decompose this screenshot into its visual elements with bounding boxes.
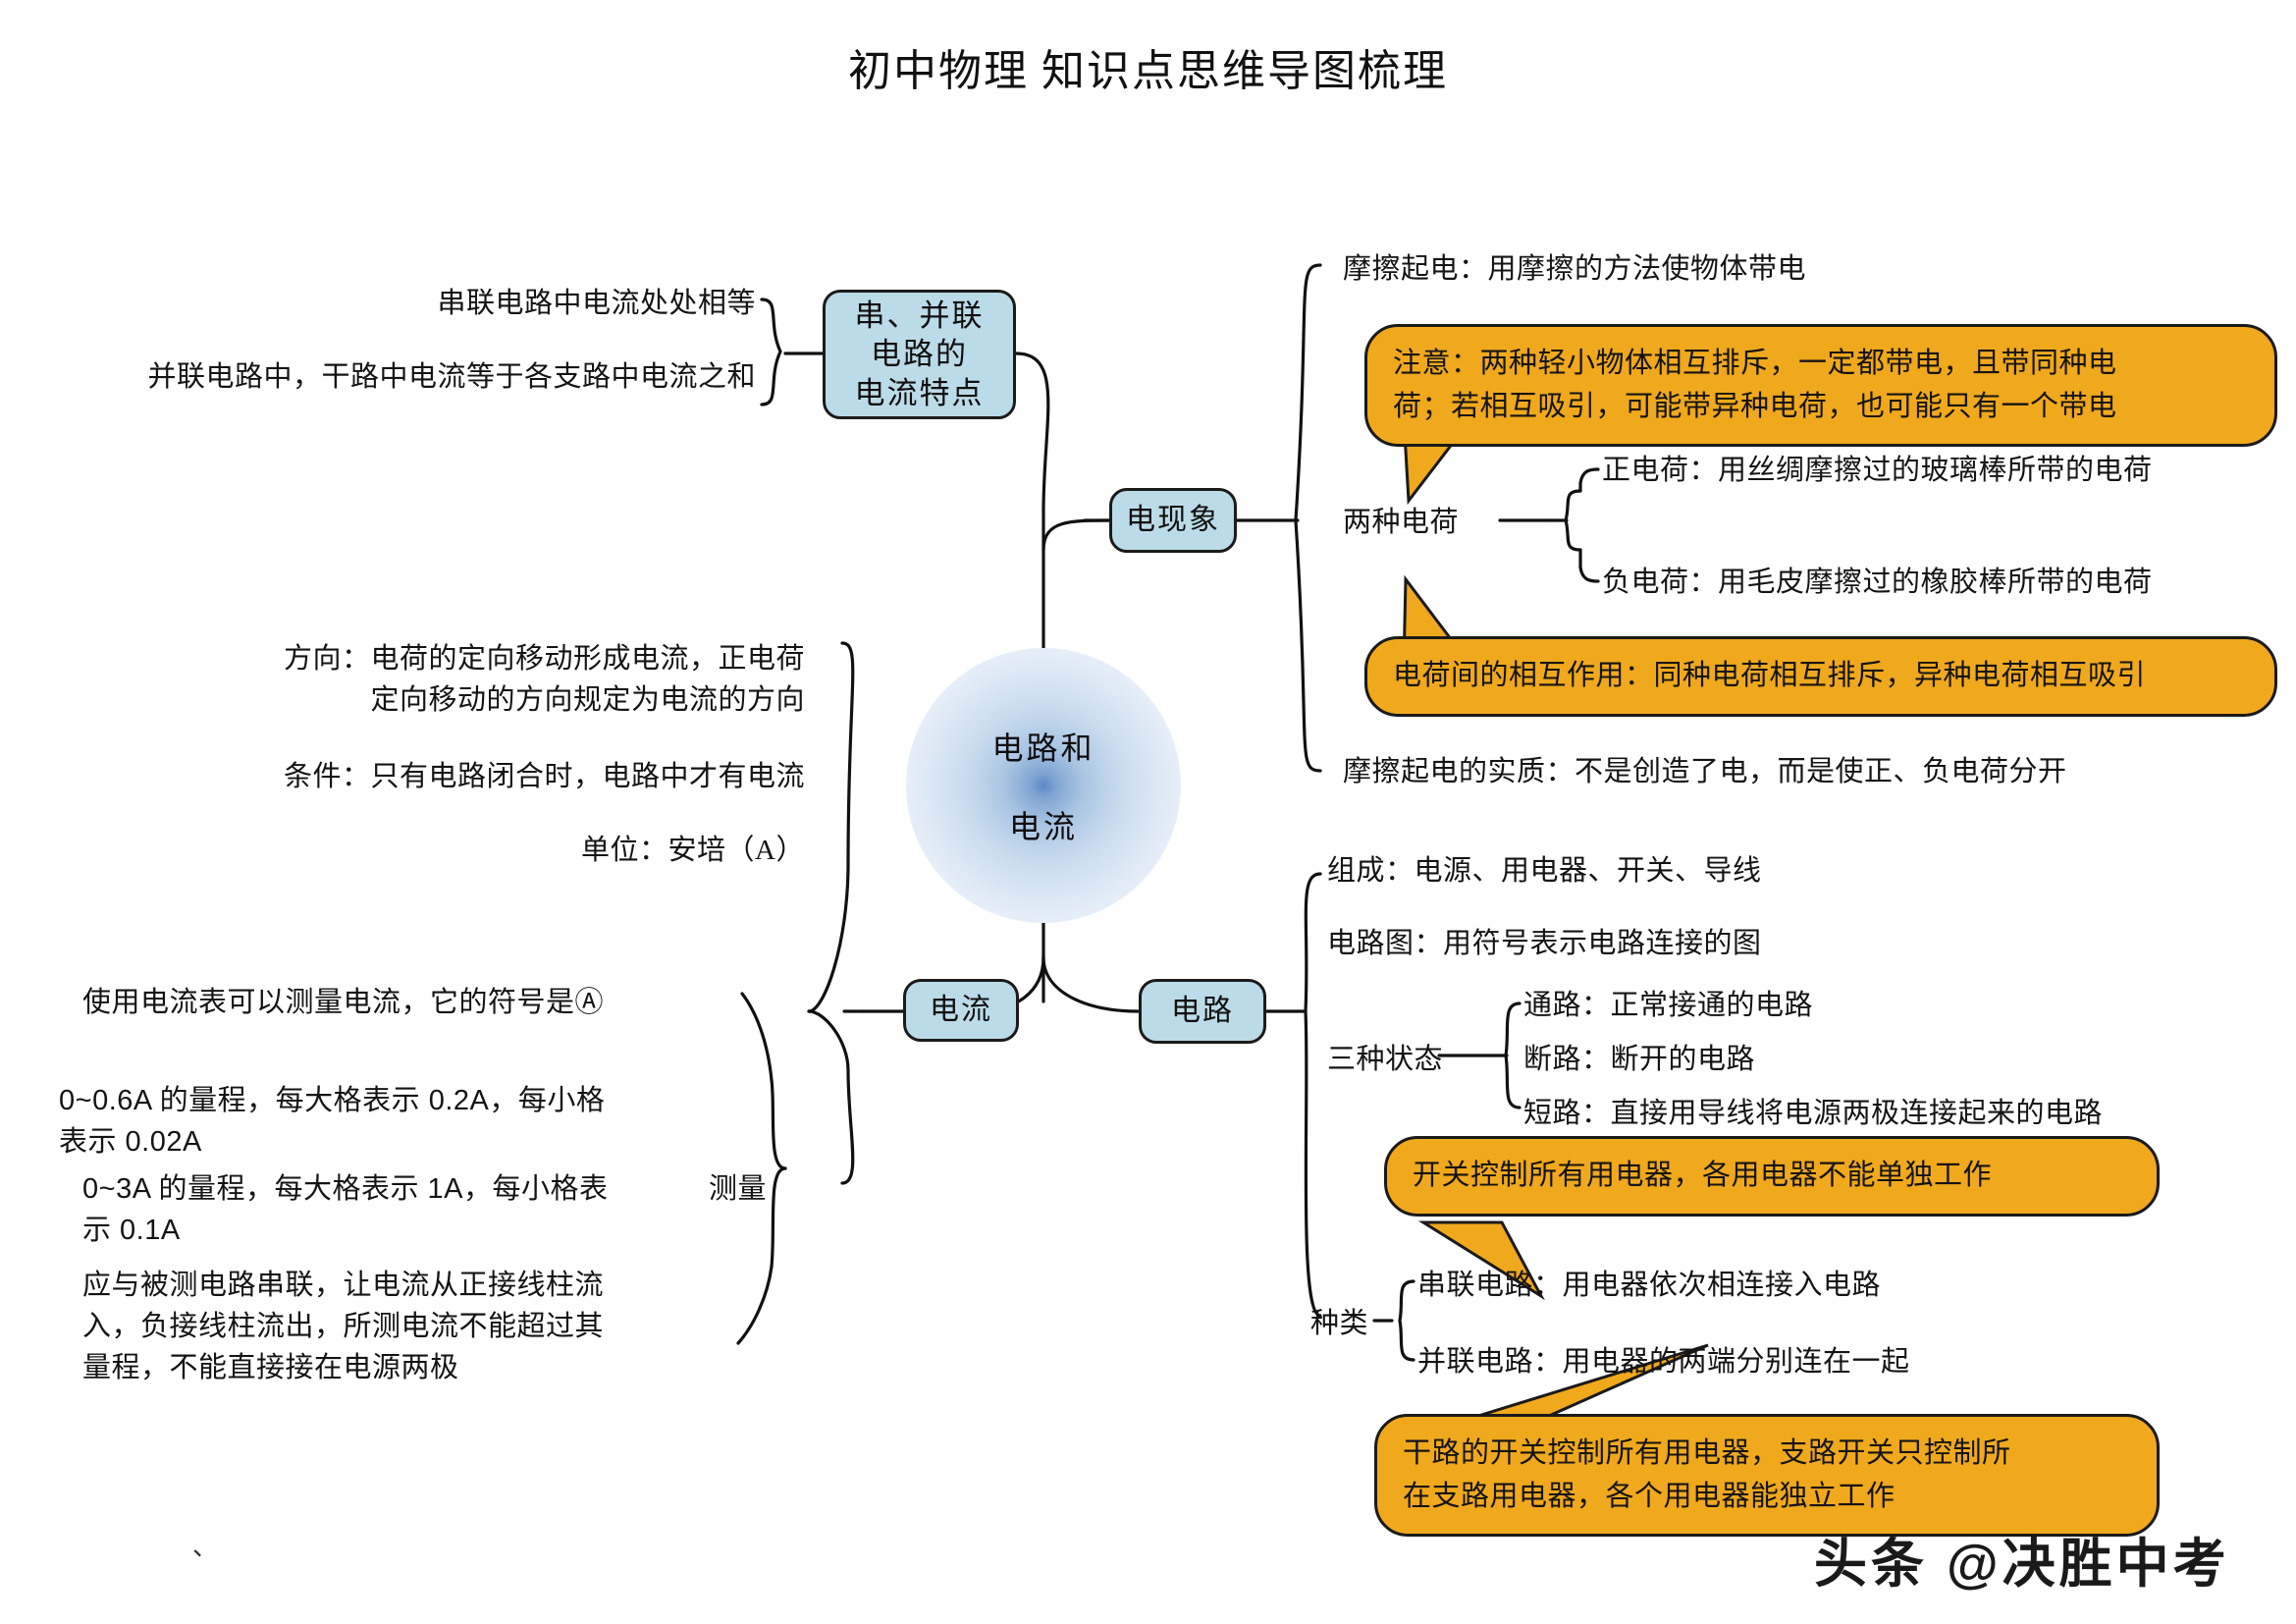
leaf-current-direction: 方向：电荷的定向移动形成电流，正电荷 定向移动的方向规定为电流的方向 [283, 643, 805, 717]
leaf-circuit-composition: 组成：电源、用电器、开关、导线 [1327, 855, 1762, 887]
leaf-range-0-06a: 0~0.6A 的量程，每大格表示 0.2A，每小格 表示 0.02A [59, 1085, 606, 1159]
callout-series-switch[interactable]: 开关控制所有用电器，各用电器不能单独工作 [1384, 1136, 2160, 1217]
watermark: 头条 @决胜中考 [1814, 1535, 2230, 1594]
leaf-state-open: 断路：断开的电路 [1523, 1044, 1756, 1075]
leaf-circuit-types: 种类 [1310, 1308, 1369, 1339]
leaf-series-circuit: 串联电路：用电器依次相连接入电路 [1417, 1270, 1882, 1301]
leaf-current-unit: 单位：安培（A） [581, 835, 805, 866]
leaf-friction-essence: 摩擦起电的实质：不是创造了电，而是使正、负电荷分开 [1343, 756, 2067, 787]
leaf-ammeter-symbol: 使用电流表可以测量电流，它的符号是Ⓐ [82, 987, 605, 1018]
leaf-state-short: 短路：直接用导线将电源两极连接起来的电路 [1523, 1098, 2104, 1129]
node-series-parallel-current[interactable]: 串、并联 电路的 电流特点 [823, 290, 1016, 419]
callout-charge-interaction[interactable]: 电荷间的相互作用：同种电荷相互排斥，异种电荷相互吸引 [1364, 636, 2277, 717]
leaf-parallel-circuit: 并联电路：用电器的两端分别连在一起 [1417, 1346, 1910, 1378]
node-circuit[interactable]: 电路 [1139, 979, 1266, 1044]
leaf-friction-electrification: 摩擦起电：用摩擦的方法使物体带电 [1343, 253, 1807, 285]
callout-parallel-switch[interactable]: 干路的开关控制所有用电器，支路开关只控制所 在支路用电器，各个用电器能独立工作 [1374, 1414, 2160, 1537]
central-node[interactable]: 电路和 电流 [906, 648, 1181, 923]
node-current-label: 电流 [930, 993, 992, 1026]
leaf-parallel-current-sum: 并联电路中，干路中电流等于各支路中电流之和 [147, 361, 756, 393]
leaf-three-states: 三种状态 [1327, 1044, 1444, 1075]
leaf-positive-charge: 正电荷：用丝绸摩擦过的玻璃棒所带的电荷 [1602, 455, 2153, 486]
page-title: 初中物理 知识点思维导图梳理 [848, 47, 1448, 95]
stray-mark: 、 [192, 1533, 219, 1561]
node-circuit-label: 电路 [1171, 994, 1234, 1027]
central-node-line2: 电流 [1008, 809, 1078, 844]
callout-charge-note[interactable]: 注意：两种轻小物体相互排斥，一定都带电，且带同种电 荷；若相互吸引，可能带异种电… [1364, 324, 2277, 447]
leaf-current-condition: 条件：只有电路闭合时，电路中才有电流 [283, 761, 805, 792]
central-node-line1: 电路和 [991, 731, 1095, 766]
node-electric-phenomena[interactable]: 电现象 [1109, 488, 1237, 553]
leaf-circuit-schematic: 电路图：用符号表示电路连接的图 [1327, 928, 1762, 959]
leaf-state-through: 通路：正常接通的电路 [1523, 990, 1814, 1021]
node-electric-phenomena-label: 电现象 [1126, 503, 1220, 536]
leaf-ammeter-usage: 应与被测电路串联，让电流从正接线柱流 入，负接线柱流出，所测电流不能超过其 量程… [82, 1270, 605, 1384]
node-series-parallel-current-label: 串、并联 电路的 电流特点 [854, 298, 985, 410]
leaf-measurement-label: 测量 [709, 1173, 768, 1205]
leaf-range-0-3a: 0~3A 的量程，每大格表示 1A，每小格表 示 0.1A [82, 1173, 609, 1247]
leaf-series-current-equal: 串联电路中电流处处相等 [437, 288, 756, 319]
node-current[interactable]: 电流 [903, 979, 1019, 1042]
leaf-negative-charge: 负电荷：用毛皮摩擦过的橡胶棒所带的电荷 [1602, 567, 2153, 598]
leaf-two-charges: 两种电荷 [1343, 507, 1460, 538]
